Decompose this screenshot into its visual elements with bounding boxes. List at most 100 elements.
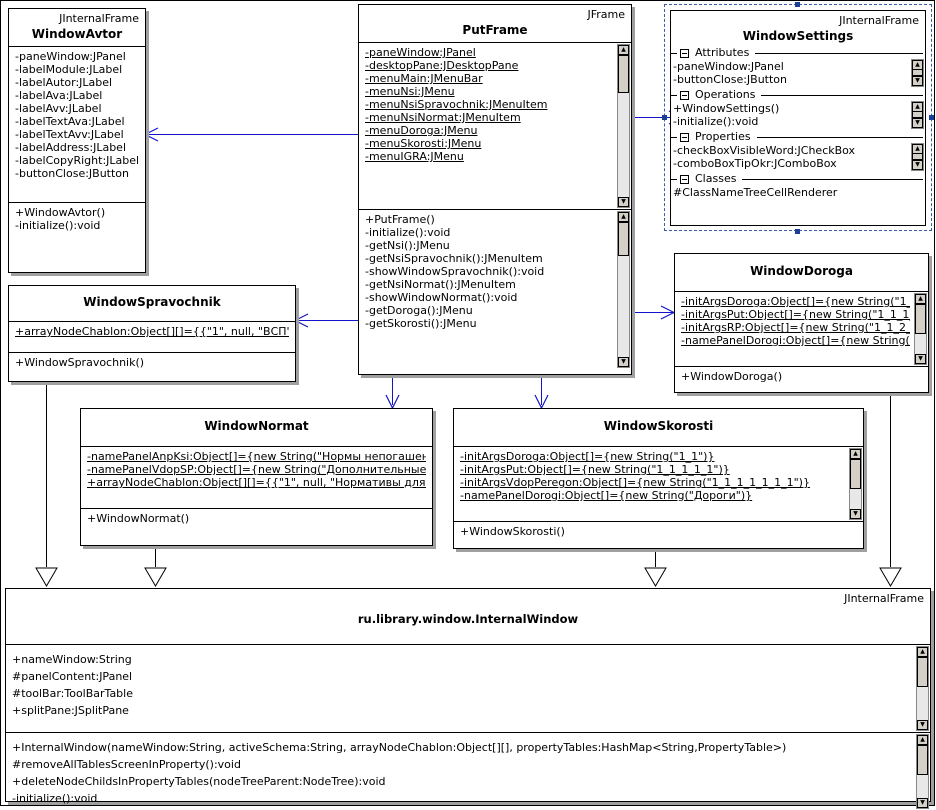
operation-item: #removeAllTablesScreenInProperty():void xyxy=(12,758,241,771)
class-windowdoroga[interactable]: WindowDoroga -initArgsDoroga:Object[]={n… xyxy=(674,253,929,393)
scrollbar-thumb[interactable] xyxy=(850,459,861,489)
group-rule-right xyxy=(755,52,923,54)
windowdoroga-header: WindowDoroga xyxy=(675,254,928,292)
operation-item: +WindowSettings() xyxy=(673,102,780,115)
internalwindow-attributes: +nameWindow:String #panelContent:JPanel … xyxy=(6,645,930,733)
scrollbar-thumb[interactable] xyxy=(917,657,928,687)
attribute-item: +arrayNodeChablon:Object[][]={{"1", null… xyxy=(15,325,289,338)
windowsettings-group-operations: Operations +WindowSettings() -initialize… xyxy=(671,87,925,129)
connector-putframe-windowspravochnik xyxy=(296,320,358,321)
operations-scrollbar[interactable]: ▲ ▼ xyxy=(617,211,630,368)
collapse-box-icon[interactable] xyxy=(680,174,689,184)
class-windownormat[interactable]: WindowNormat -namePanelAnpKsi:Object[]={… xyxy=(80,408,433,546)
operation-item: +WindowNormat() xyxy=(87,512,190,525)
scrollbar-thumb[interactable] xyxy=(915,304,926,334)
connector-putframe-windowdoroga xyxy=(632,312,674,313)
putframe-stereotype: JFrame xyxy=(587,8,625,21)
windownormat-header: WindowNormat xyxy=(81,409,432,447)
scroll-down-icon[interactable]: ▼ xyxy=(915,354,926,364)
attribute-item: -initArgsPut:Object[]={new String("1_1_1… xyxy=(460,463,730,476)
class-windowavtor[interactable]: JInternalFrame WindowAvtor -paneWindow:J… xyxy=(8,8,146,273)
scroll-down-icon[interactable]: ▼ xyxy=(850,509,861,519)
operation-item: -initialize():void xyxy=(673,115,759,128)
group-label: Attributes xyxy=(695,46,750,59)
attributes-scrollbar[interactable]: ▲ ▼ xyxy=(914,293,927,365)
windowavtor-operations: +WindowAvtor() -initialize():void xyxy=(9,203,145,235)
group-header-properties[interactable]: Properties xyxy=(671,130,925,144)
scroll-up-icon[interactable]: ▲ xyxy=(915,294,926,304)
selection-handle-right[interactable] xyxy=(929,115,934,120)
attribute-item: -buttonClose:JButton xyxy=(673,73,788,86)
putframe-header: JFrame PutFrame xyxy=(359,5,631,43)
scroll-up-icon[interactable]: ▲ xyxy=(850,449,861,459)
scroll-down-icon[interactable]: ▼ xyxy=(917,720,928,730)
scroll-up-icon[interactable]: ▲ xyxy=(618,45,629,55)
operation-item: -getNsiSpravochnik():JMenuItem xyxy=(365,252,543,265)
group-header-attributes[interactable]: Attributes xyxy=(671,46,925,60)
operation-item: +PutFrame() xyxy=(365,213,435,226)
putframe-operations: +PutFrame() -initialize():void -getNsi()… xyxy=(359,210,631,369)
group-rows: -checkBoxVisibleWord:JCheckBox -comboBox… xyxy=(671,144,925,170)
windowsettings-group-attributes: Attributes -paneWindow:JPanel -buttonClo… xyxy=(671,45,925,87)
selection-handle-top[interactable] xyxy=(795,2,800,7)
group-rows: #ClassNameTreeCellRenderer xyxy=(671,186,925,199)
scrollbar-thumb[interactable] xyxy=(912,153,923,160)
scrollbar-thumb[interactable] xyxy=(917,745,928,775)
scroll-down-icon[interactable]: ▼ xyxy=(912,118,923,128)
group-header-operations[interactable]: Operations xyxy=(671,88,925,102)
putframe-name: PutFrame xyxy=(462,23,528,37)
scrollbar-thumb[interactable] xyxy=(912,111,923,118)
scrollbar-thumb[interactable] xyxy=(912,69,923,76)
operations-scrollbar[interactable]: ▲ ▼ xyxy=(911,101,924,129)
scroll-down-icon[interactable]: ▼ xyxy=(912,160,923,170)
internalwindow-header: JInternalFrame ru.library.window.Interna… xyxy=(6,589,930,645)
class-putframe[interactable]: JFrame PutFrame -paneWindow:JPanel -desk… xyxy=(358,4,632,375)
attribute-item: #panelContent:JPanel xyxy=(12,670,133,683)
selection-handle-bottom[interactable] xyxy=(795,229,800,234)
selection-handle-left[interactable] xyxy=(662,115,667,120)
attribute-item: -labelAvv:JLabel xyxy=(15,102,102,115)
scroll-down-icon[interactable]: ▼ xyxy=(618,357,629,367)
scrollbar-thumb[interactable] xyxy=(618,55,629,93)
attributes-scrollbar[interactable]: ▲ ▼ xyxy=(911,59,924,87)
properties-scrollbar[interactable]: ▲ ▼ xyxy=(911,143,924,171)
attribute-item: -paneWindow:JPanel xyxy=(673,60,784,73)
windowskorosti-header: WindowSkorosti xyxy=(454,409,863,447)
collapse-box-icon[interactable] xyxy=(680,48,689,58)
attribute-item: -labelAddress:JLabel xyxy=(15,141,127,154)
operation-item: -getNsiNormat():JMenuItem xyxy=(365,278,516,291)
arrowhead-windowavtor xyxy=(143,127,160,146)
collapse-box-icon[interactable] xyxy=(680,132,689,142)
class-windowskorosti[interactable]: WindowSkorosti -initArgsDoroga:Object[]=… xyxy=(453,408,864,549)
scroll-down-icon[interactable]: ▼ xyxy=(912,76,923,86)
group-header-classes[interactable]: Classes xyxy=(671,172,925,186)
scroll-up-icon[interactable]: ▲ xyxy=(917,647,928,657)
scrollbar-thumb[interactable] xyxy=(618,222,629,256)
scroll-up-icon[interactable]: ▲ xyxy=(917,735,928,745)
class-windowspravochnik[interactable]: WindowSpravochnik +arrayNodeChablon:Obje… xyxy=(8,285,296,382)
attribute-item: -labelCopyRight:JLabel xyxy=(15,154,139,167)
collapse-box-icon[interactable] xyxy=(680,90,689,100)
scroll-up-icon[interactable]: ▲ xyxy=(618,212,629,222)
class-internalwindow[interactable]: JInternalFrame ru.library.window.Interna… xyxy=(5,588,931,809)
attributes-scrollbar[interactable]: ▲ ▼ xyxy=(849,448,862,520)
attribute-item: -menuMain:JMenuBar xyxy=(365,72,483,85)
windownormat-name: WindowNormat xyxy=(204,419,309,433)
attributes-scrollbar[interactable]: ▲ ▼ xyxy=(916,646,929,731)
group-rule-left xyxy=(671,178,677,180)
windowsettings-group-classes: Classes #ClassNameTreeCellRenderer xyxy=(671,171,925,200)
operations-scrollbar[interactable]: ▲ ▼ xyxy=(916,734,929,809)
windowavtor-stereotype: JInternalFrame xyxy=(59,12,139,25)
attribute-item: -initArgsPut:Object[]={new String("1_1_1… xyxy=(681,308,910,321)
scroll-down-icon[interactable]: ▼ xyxy=(618,197,629,207)
operation-item: -showWindowNormat():void xyxy=(365,291,518,304)
inherit-triangle-doroga xyxy=(879,565,902,587)
attribute-item: -menuNsiNormat:JMenuItem xyxy=(365,111,521,124)
group-rule-left xyxy=(671,94,677,96)
operation-item: -getNsi():JMenu xyxy=(365,239,450,252)
group-rule-left xyxy=(671,136,677,138)
attributes-scrollbar[interactable]: ▲ ▼ xyxy=(617,44,630,208)
windowsettings-header: JInternalFrame WindowSettings xyxy=(671,11,925,45)
inherit-line-skorosti xyxy=(655,549,656,567)
class-windowsettings[interactable]: JInternalFrame WindowSettings Attributes… xyxy=(670,10,926,226)
